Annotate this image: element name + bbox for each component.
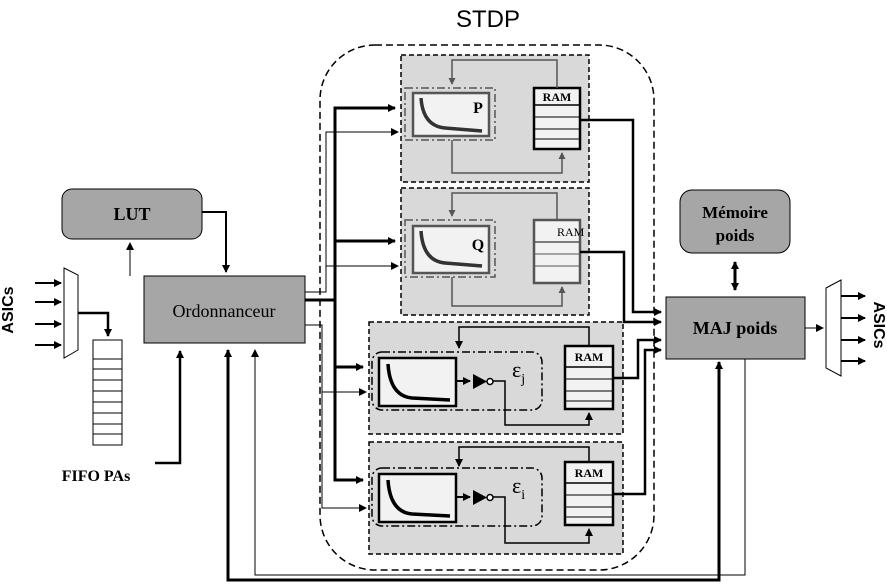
- stdp-container: [319, 44, 655, 571]
- ej-ram: [563, 344, 615, 411]
- lut-block: [61, 188, 203, 240]
- unit-epsilon-j: εj RAM: [368, 321, 624, 435]
- q-ram: [532, 218, 582, 285]
- p-label: P: [473, 100, 483, 117]
- memoire-poids-label-1: Mémoire: [702, 203, 768, 222]
- p-ram-label: RAM: [543, 90, 572, 104]
- inverter-icon: [473, 490, 487, 505]
- decay-curve-icon: [419, 97, 483, 133]
- maj-poids-block: [665, 296, 806, 360]
- fifo-label: FIFO PAs: [62, 468, 131, 485]
- inverter-icon: [473, 374, 487, 389]
- ei-subscript: i: [521, 488, 525, 503]
- ordonnanceur-block: [143, 275, 306, 344]
- asics-input-label: ASICs: [0, 286, 17, 333]
- q-label: Q: [472, 237, 484, 254]
- ei-ram-label: RAM: [575, 466, 604, 480]
- ej-subscript: j: [520, 372, 525, 387]
- unit-q: Q RAM: [400, 187, 590, 316]
- ei-label: εi: [512, 473, 525, 503]
- decay-curve-icon: [419, 230, 483, 268]
- ordonnanceur-label: Ordonnanceur: [173, 301, 276, 321]
- lut-label: LUT: [113, 204, 150, 224]
- fifo-stack: [92, 339, 123, 446]
- unit-p: P RAM: [400, 54, 590, 183]
- ei-ram: [563, 460, 615, 527]
- ej-label: εj: [512, 357, 525, 387]
- output-mux: [825, 279, 842, 377]
- stdp-title: STDP: [456, 6, 520, 33]
- input-mux: [63, 267, 79, 359]
- asics-output-label: ASICs: [870, 301, 887, 348]
- decay-curve-icon: [386, 479, 451, 518]
- unit-epsilon-i: εi RAM: [368, 441, 624, 555]
- memoire-poids-block: [679, 189, 791, 254]
- memoire-poids-label-2: poids: [716, 226, 755, 245]
- ej-ram-label: RAM: [575, 350, 604, 364]
- decay-curve-icon: [386, 363, 451, 402]
- q-ram-label: RAM: [557, 225, 585, 239]
- maj-poids-label: MAJ poids: [693, 318, 778, 338]
